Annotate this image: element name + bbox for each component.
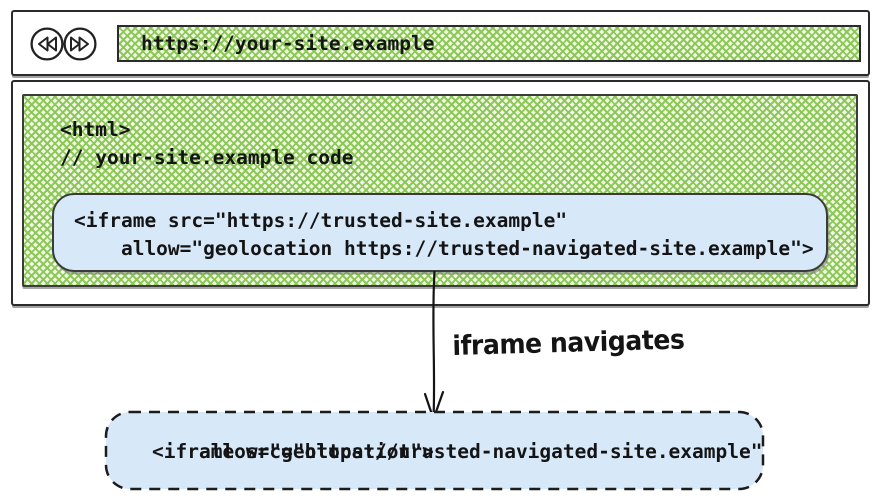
rewind-icon xyxy=(30,27,64,61)
browser-toolbar: https://your-site.example xyxy=(11,10,870,76)
iframe-navigated-allow-line: allow="geolocation"> xyxy=(152,440,434,463)
iframe-embed-box: <iframe src="https://trusted-site.exampl… xyxy=(52,193,828,272)
iframe-src-line: <iframe src="https://trusted-site.exampl… xyxy=(74,209,568,232)
iframe-navigated-box: <iframe src="https://trusted-navigated-s… xyxy=(104,410,765,491)
url-input[interactable]: https://your-site.example xyxy=(117,25,861,62)
iframe-navigated-code: <iframe src="https://trusted-navigated-s… xyxy=(128,424,762,503)
site-code-comment: // your-site.example code xyxy=(60,146,354,169)
forward-button[interactable] xyxy=(62,26,98,66)
html-open-tag: <html> xyxy=(60,118,131,141)
down-arrow-icon xyxy=(423,271,445,421)
iframe-navigated-src-line: <iframe src="https://trusted-navigated-s… xyxy=(152,440,763,463)
browser-window: <html> // your-site.example code <iframe… xyxy=(11,80,870,306)
iframe-allow-line: allow="geolocation https://trusted-navig… xyxy=(74,237,814,260)
url-text: https://your-site.example xyxy=(141,32,435,55)
back-button[interactable] xyxy=(29,26,65,66)
fast-forward-icon xyxy=(63,27,97,61)
page-source-code: <html> // your-site.example code xyxy=(60,116,354,172)
page-content-area: <html> // your-site.example code <iframe… xyxy=(22,94,858,287)
arrow-label: iframe navigates xyxy=(452,324,685,362)
dashed-outline xyxy=(104,410,765,491)
